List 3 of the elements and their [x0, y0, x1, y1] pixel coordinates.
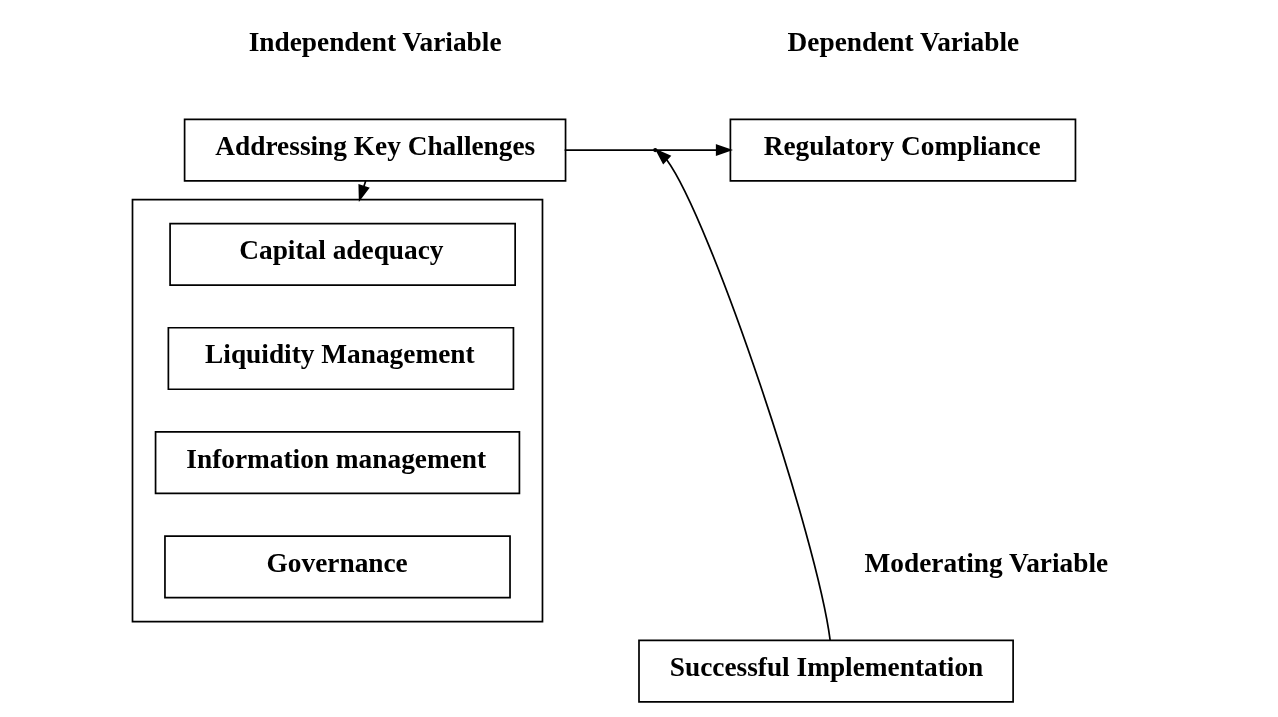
node-label: Independent Variable — [248, 26, 502, 57]
node-label: Dependent Variable — [787, 26, 1020, 57]
node-label: Moderating Variable — [864, 547, 1109, 578]
